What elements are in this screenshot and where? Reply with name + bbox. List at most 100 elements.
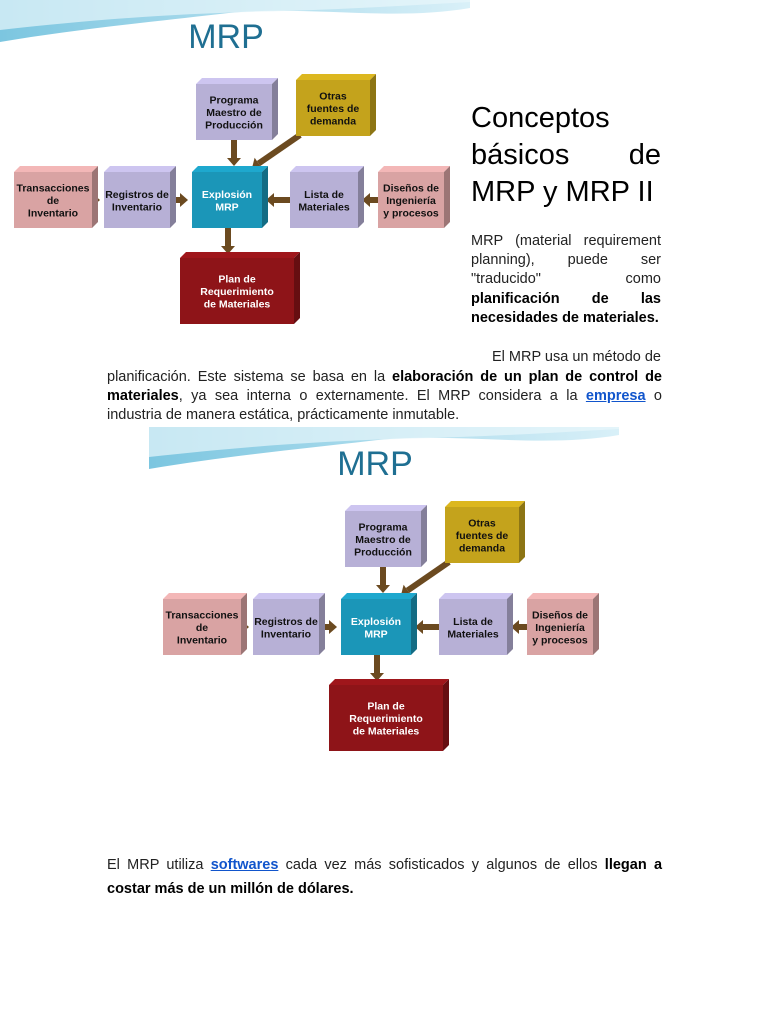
box-label: Programa bbox=[358, 522, 407, 534]
page-heading: Conceptos básicos de MRP y MRP II bbox=[471, 100, 661, 211]
box-label: Materiales bbox=[298, 201, 350, 213]
flow-arrow-head bbox=[266, 193, 274, 207]
box-label: Requerimiento bbox=[349, 713, 423, 725]
header-wave-highlight bbox=[0, 0, 470, 30]
box-top-face bbox=[196, 78, 278, 84]
box-label: de bbox=[47, 195, 59, 207]
p2-text-3: o industria de manera estática, práctica… bbox=[107, 388, 662, 424]
box-label: MRP bbox=[364, 628, 387, 640]
box-label: Ingeniería bbox=[386, 195, 436, 207]
box-label: Producción bbox=[205, 120, 263, 132]
box-label: Diseños de bbox=[383, 183, 439, 195]
box-label: MRP bbox=[215, 201, 238, 213]
box-label: Plan de bbox=[218, 274, 256, 286]
box-label: Lista de bbox=[453, 616, 493, 628]
flow-arrow-head bbox=[180, 193, 188, 207]
box-side-face bbox=[319, 593, 325, 655]
box-top-face bbox=[290, 166, 364, 172]
box-top-face bbox=[180, 252, 300, 258]
box-label: de Materiales bbox=[353, 726, 420, 738]
flow-arrow-head bbox=[415, 620, 423, 634]
diagram-title: MRP bbox=[188, 18, 264, 56]
empresa-link[interactable]: empresa bbox=[585, 388, 646, 405]
box-label: de bbox=[196, 622, 208, 634]
box-side-face bbox=[358, 166, 364, 228]
box-side-face bbox=[92, 166, 98, 228]
box-label: Transacciones bbox=[17, 183, 90, 195]
box-label: Inventario bbox=[261, 628, 311, 640]
box-top-face bbox=[192, 166, 268, 172]
intro-paragraph: MRP (material requirement planning), pue… bbox=[471, 232, 661, 328]
box-top-face bbox=[439, 593, 513, 599]
box-label: Maestro de bbox=[206, 107, 262, 119]
diagram-title: MRP bbox=[337, 445, 413, 483]
box-label: de Materiales bbox=[204, 299, 271, 311]
box-label: Producción bbox=[354, 547, 412, 559]
box-front-face bbox=[196, 84, 272, 140]
intro-text: MRP (material requirement planning), pue… bbox=[471, 233, 661, 288]
box-front-face bbox=[180, 258, 294, 324]
box-label: Explosión bbox=[351, 616, 401, 628]
box-label: demanda bbox=[310, 116, 356, 128]
box-label: Diseños de bbox=[532, 610, 588, 622]
box-label: Registros de bbox=[254, 616, 318, 628]
box-front-face bbox=[329, 685, 443, 751]
box-top-face bbox=[329, 679, 449, 685]
box-side-face bbox=[421, 505, 427, 567]
p3-text-2: cada vez más sofisticados y algunos de e… bbox=[278, 857, 605, 873]
box-label: Ingeniería bbox=[535, 622, 585, 634]
box-front-face bbox=[296, 80, 370, 136]
box-label: y procesos bbox=[532, 635, 588, 647]
softwares-link[interactable]: softwares bbox=[210, 857, 279, 873]
flow-arrow-head bbox=[227, 158, 241, 166]
box-label: Registros de bbox=[105, 189, 169, 201]
box-front-face bbox=[378, 172, 444, 228]
box-top-face bbox=[163, 593, 247, 599]
box-front-face bbox=[341, 599, 411, 655]
box-label: demanda bbox=[459, 543, 505, 555]
box-side-face bbox=[443, 679, 449, 751]
flow-arrow-head bbox=[511, 620, 519, 634]
box-label: Otras bbox=[468, 518, 496, 530]
box-label: Otras bbox=[319, 91, 347, 103]
box-side-face bbox=[507, 593, 513, 655]
box-label: Materiales bbox=[447, 628, 499, 640]
box-front-face bbox=[104, 172, 170, 228]
box-label: Explosión bbox=[202, 189, 252, 201]
box-label: Plan de bbox=[367, 701, 405, 713]
p3-bold: llegan a costar más de un millón de dóla… bbox=[107, 857, 663, 897]
box-label: Inventario bbox=[28, 208, 78, 220]
box-top-face bbox=[104, 166, 176, 172]
box-label: fuentes de bbox=[307, 103, 360, 115]
intro-bold: planificación de las necesidades de mate… bbox=[471, 290, 661, 326]
box-side-face bbox=[262, 166, 268, 228]
box-side-face bbox=[444, 166, 450, 228]
flow-arrow-head bbox=[362, 193, 370, 207]
flow-arrow-head bbox=[376, 585, 390, 593]
box-front-face bbox=[253, 599, 319, 655]
box-label: Maestro de bbox=[355, 534, 411, 546]
box-label: Lista de bbox=[304, 189, 344, 201]
box-side-face bbox=[170, 166, 176, 228]
box-front-face bbox=[345, 511, 421, 567]
box-top-face bbox=[296, 74, 376, 80]
box-side-face bbox=[411, 593, 417, 655]
flow-arrow bbox=[256, 132, 302, 166]
box-top-face bbox=[378, 166, 450, 172]
p2-text-2: , ya sea interna o externamente. El MRP … bbox=[178, 388, 586, 405]
heading-line-1: Conceptos bbox=[471, 102, 610, 134]
box-top-face bbox=[253, 593, 325, 599]
